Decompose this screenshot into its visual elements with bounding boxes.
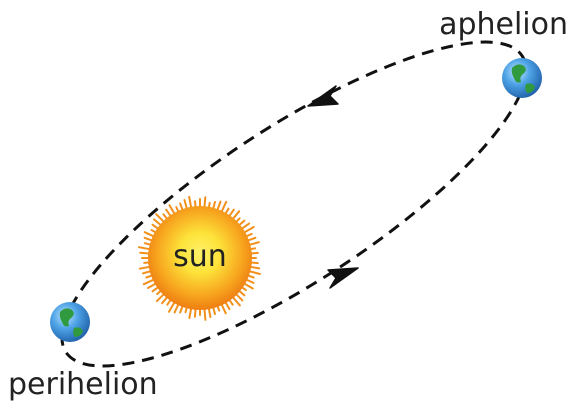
orbit-path <box>60 40 528 368</box>
earth-icon <box>50 302 90 342</box>
sun-icon <box>137 195 261 321</box>
earth-icon <box>502 58 542 98</box>
arrowhead-icon <box>307 85 339 107</box>
sun-label: sun <box>173 239 227 274</box>
perihelion-label: perihelion <box>8 367 158 402</box>
aphelion-label: aphelion <box>439 7 568 42</box>
arrowhead-icon <box>327 267 359 289</box>
